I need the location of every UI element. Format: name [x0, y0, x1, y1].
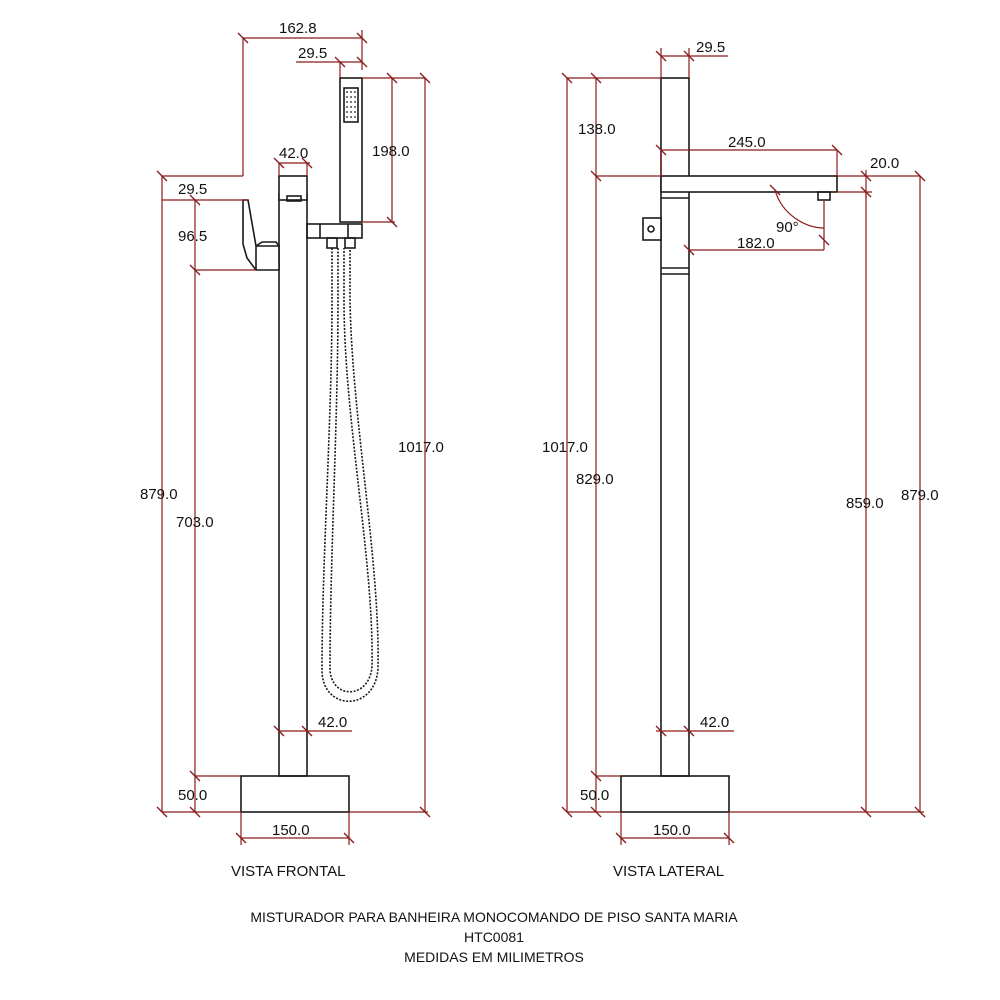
side-dim-879: 879.0	[901, 487, 939, 504]
front-dim-50: 50.0	[178, 787, 207, 804]
side-dim-20: 20.0	[870, 155, 899, 172]
side-view	[620, 77, 838, 813]
front-column	[278, 193, 308, 777]
front-dim-42-bottom: 42.0	[318, 714, 347, 731]
front-dim-162-8: 162.8	[279, 20, 317, 37]
front-shower-nozzles	[346, 91, 356, 118]
side-spout	[660, 175, 838, 193]
front-dim-1017: 1017.0	[398, 439, 444, 456]
side-dim-138: 138.0	[578, 121, 616, 138]
side-dim-29-5: 29.5	[696, 39, 725, 56]
side-spout-outlet	[817, 191, 831, 201]
caption-title: MISTURADOR PARA BANHEIRA MONOCOMANDO DE …	[250, 909, 738, 925]
front-dim-42-top: 42.0	[279, 145, 308, 162]
front-dim-96-5: 96.5	[178, 228, 207, 245]
front-view	[240, 77, 379, 813]
side-view-label: VISTA LATERAL	[613, 863, 724, 880]
front-base	[240, 775, 350, 813]
side-knob-screw	[647, 225, 655, 233]
front-shower-bracket	[306, 223, 363, 239]
front-view-label: VISTA FRONTAL	[231, 863, 345, 880]
side-base	[620, 775, 730, 813]
front-dim-879: 879.0	[140, 486, 178, 503]
front-dim-150: 150.0	[272, 822, 310, 839]
front-mixer-slot	[286, 195, 302, 202]
side-knob	[642, 217, 662, 241]
side-dim-50: 50.0	[580, 787, 609, 804]
side-angle-arc	[774, 189, 825, 229]
caption-units: MEDIDAS EM MILIMETROS	[404, 949, 584, 965]
front-dimensions: 162.8 29.5 42.0 198.0 1017.0 29.5	[140, 20, 444, 880]
front-hose-outer	[321, 248, 379, 703]
front-dim-703: 703.0	[176, 514, 214, 531]
side-dim-150: 150.0	[653, 822, 691, 839]
front-lever	[242, 199, 280, 271]
side-dim-182: 182.0	[737, 235, 775, 252]
side-dim-859: 859.0	[846, 495, 884, 512]
side-dim-90deg: 90°	[776, 219, 799, 236]
front-hand-shower	[339, 77, 363, 223]
side-dim-42: 42.0	[700, 714, 729, 731]
front-dim-29-5-left: 29.5	[178, 181, 207, 198]
side-dimensions: 29.5 138.0 245.0 20.0 90° 182.0	[542, 39, 939, 880]
front-shower-head-face	[343, 87, 359, 123]
caption-code: HTC0081	[464, 929, 524, 945]
side-dim-1017: 1017.0	[542, 439, 588, 456]
front-dim-198: 198.0	[372, 143, 410, 160]
front-hose-nut-left	[326, 237, 338, 249]
front-hose-nut-right	[344, 237, 356, 249]
caption: MISTURADOR PARA BANHEIRA MONOCOMANDO DE …	[250, 909, 738, 965]
side-dim-245: 245.0	[728, 134, 766, 151]
side-dim-829: 829.0	[576, 471, 614, 488]
front-hose-inner	[329, 248, 373, 693]
front-lever-joint	[255, 241, 280, 247]
front-dim-29-5-top: 29.5	[298, 45, 327, 62]
side-column	[660, 77, 690, 777]
